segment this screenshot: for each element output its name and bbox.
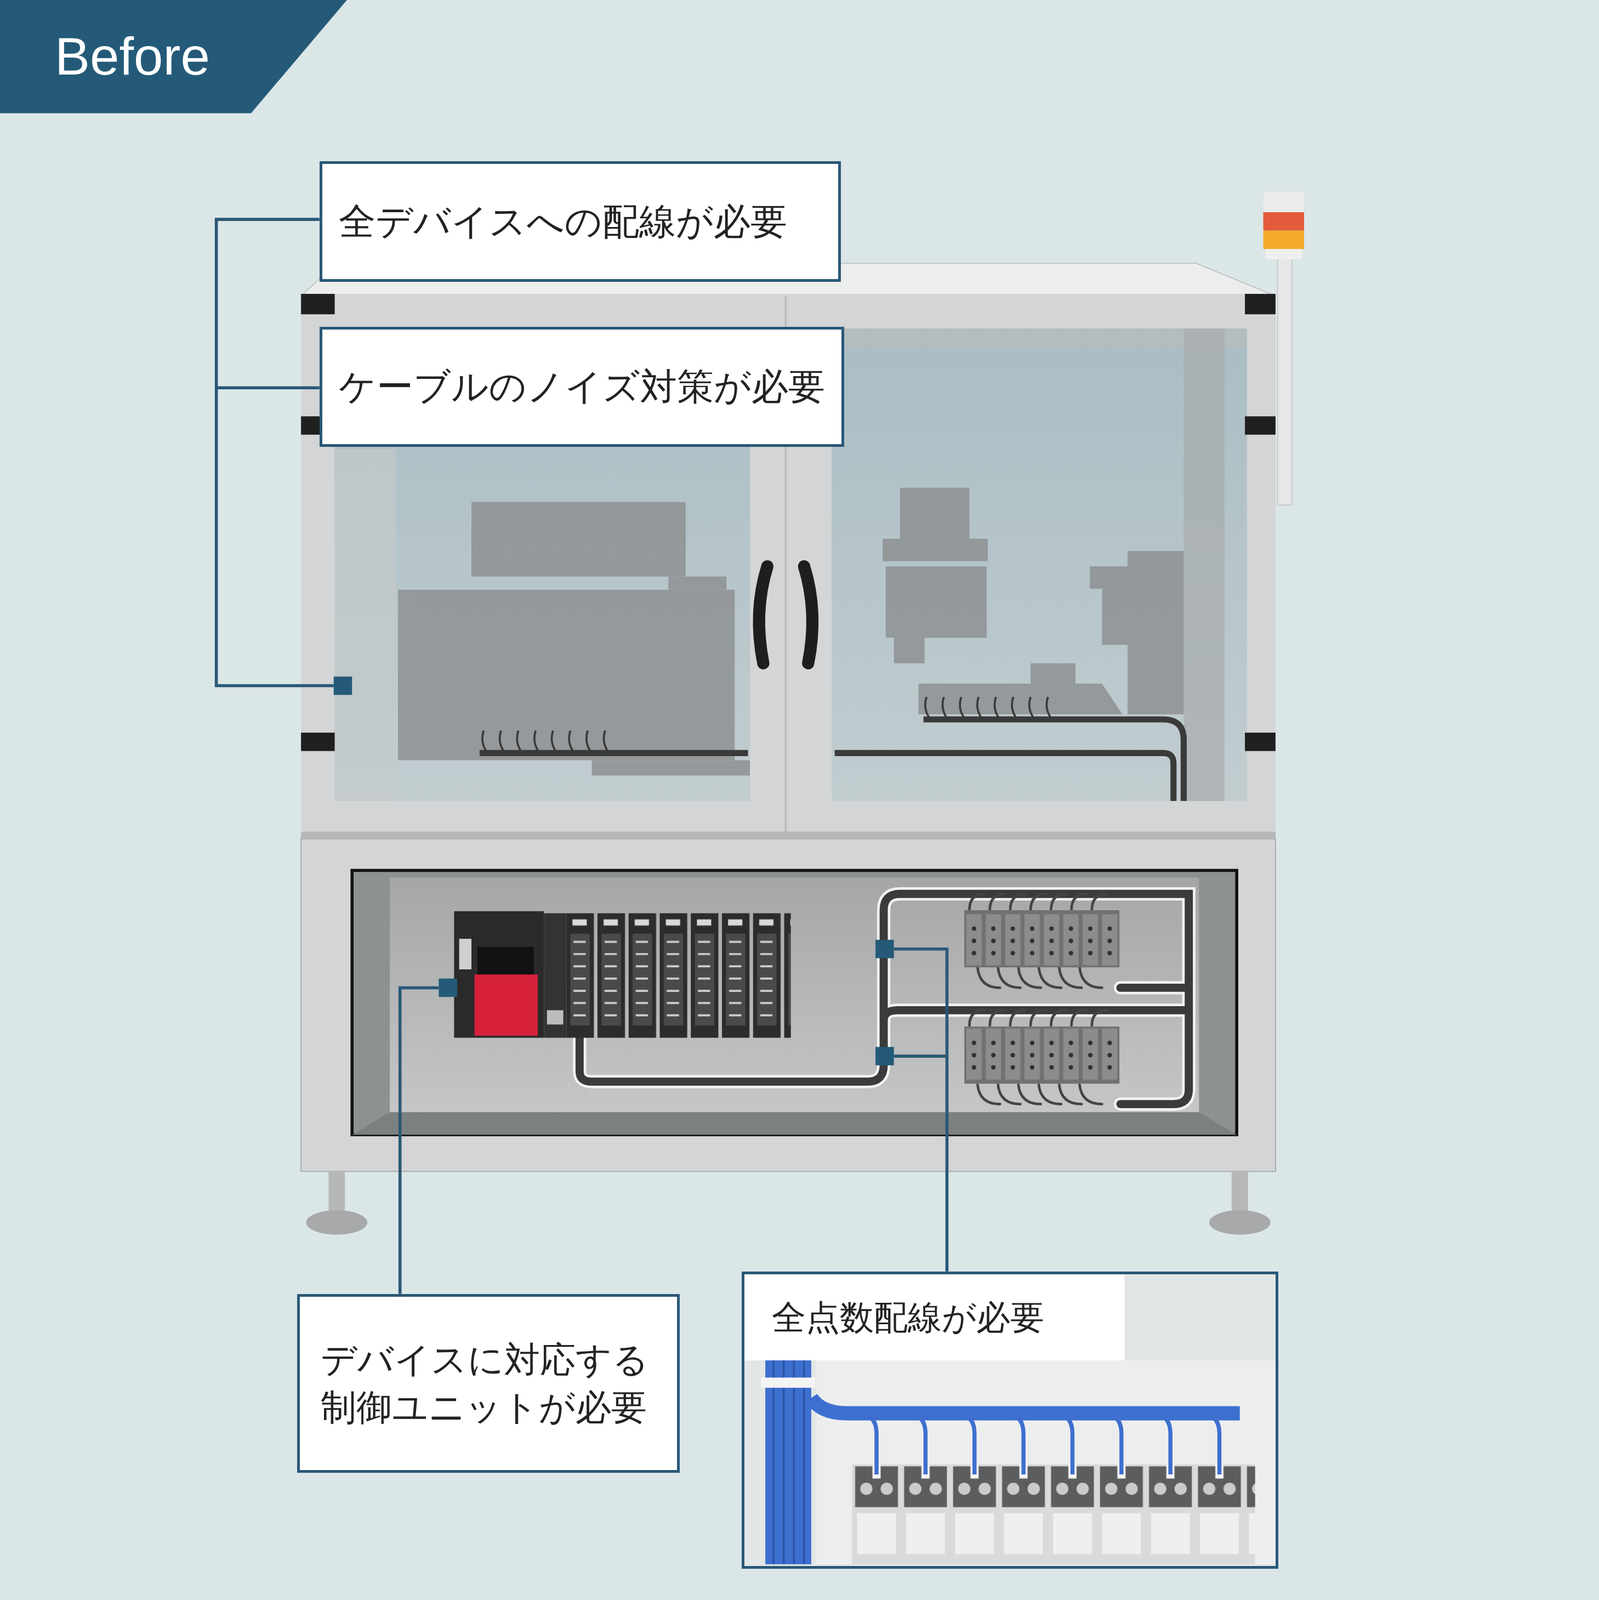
inset-picture [761, 1376, 816, 1388]
callout-text: 全点数配線が必要 [744, 1273, 1125, 1360]
marker-square [438, 978, 458, 997]
leader-line [216, 219, 334, 686]
plc [453, 911, 791, 1038]
lower-cabinet [300, 838, 1276, 1235]
lower-cabinet [328, 1170, 345, 1212]
frame-joint [300, 293, 1276, 751]
lower-cabinet [351, 1111, 1237, 1135]
machine-cable [923, 719, 1185, 801]
title-text: Before [54, 0, 210, 113]
signal-tower [1277, 254, 1293, 505]
lower-cabinet [305, 1209, 368, 1235]
machine [592, 759, 751, 776]
signal-tower [1263, 230, 1305, 249]
lower-cabinet [1209, 1209, 1271, 1235]
plc [566, 913, 792, 1038]
upper-cabinet [300, 263, 1276, 840]
callout-text: 全デバイスへの配線が必要 [338, 196, 788, 247]
upper-cabinet [334, 328, 1248, 801]
marker-square [333, 676, 895, 1066]
lower-cabinet [300, 838, 1276, 1172]
marker-square [875, 1046, 895, 1065]
frame-joint [300, 293, 335, 315]
frame-joint [1244, 293, 1276, 315]
plc [477, 946, 534, 976]
door-handle [759, 566, 813, 664]
machine [894, 637, 925, 664]
machine-cable [925, 696, 1052, 720]
machine [397, 589, 735, 761]
inset-picture [743, 1272, 1125, 1360]
leader-line [894, 948, 948, 1272]
machine [471, 502, 686, 577]
title-banner [0, 0, 347, 114]
machine [668, 576, 727, 590]
leader-line [216, 219, 948, 1294]
machine [1127, 550, 1184, 715]
inset-picture [811, 1397, 1240, 1414]
inset-picture [857, 1412, 1220, 1475]
signal-tower [1263, 191, 1305, 213]
plc [547, 1009, 564, 1024]
inset-picture [743, 1272, 1278, 1566]
machine [1089, 566, 1131, 589]
machine [1030, 663, 1076, 686]
plc [453, 911, 544, 1038]
leader-line [400, 987, 440, 1294]
frame-joint [1244, 416, 1276, 435]
machine [918, 683, 1123, 715]
inset-picture [743, 1272, 1278, 1566]
lower-cabinet [351, 869, 1237, 1135]
plc [474, 974, 538, 1036]
machine [900, 487, 970, 542]
inset-picture [851, 1463, 1255, 1564]
marker-square [875, 939, 895, 958]
inset-picture [773, 1359, 805, 1564]
callout-box: デバイスに対応する制御ユニットが必要 [297, 1293, 680, 1473]
machine [885, 566, 987, 638]
signal-tower [1265, 248, 1302, 260]
inset-picture [816, 1359, 1278, 1564]
marker-square [333, 676, 353, 695]
terminal-block [964, 909, 1120, 967]
callout-box: ケーブルのノイズ対策が必要 [319, 326, 845, 448]
callout-box: 全点数配線が必要 [741, 1271, 1279, 1569]
callout-text: ケーブルのノイズ対策が必要 [338, 361, 825, 412]
upper-cabinet [334, 448, 397, 801]
upper-cabinet [1183, 328, 1225, 801]
lower-cabinet [389, 877, 1199, 1112]
terminal-block [964, 1026, 1120, 1084]
machine [1101, 588, 1131, 645]
machine-cable [834, 752, 1174, 801]
plc [459, 938, 472, 970]
frame-joint [300, 732, 335, 751]
machine [882, 538, 988, 562]
upper-cabinet [300, 293, 1276, 837]
callout-box: 全デバイスへの配線が必要 [319, 161, 841, 282]
plc [543, 913, 567, 1038]
callout-text: デバイスに対応する制御ユニットが必要 [320, 1335, 656, 1432]
machine-cable [482, 730, 610, 753]
inset-picture [765, 1359, 812, 1564]
lower-cabinet [1231, 1170, 1249, 1212]
signal-tower [1263, 212, 1305, 231]
frame-joint [1244, 732, 1276, 751]
